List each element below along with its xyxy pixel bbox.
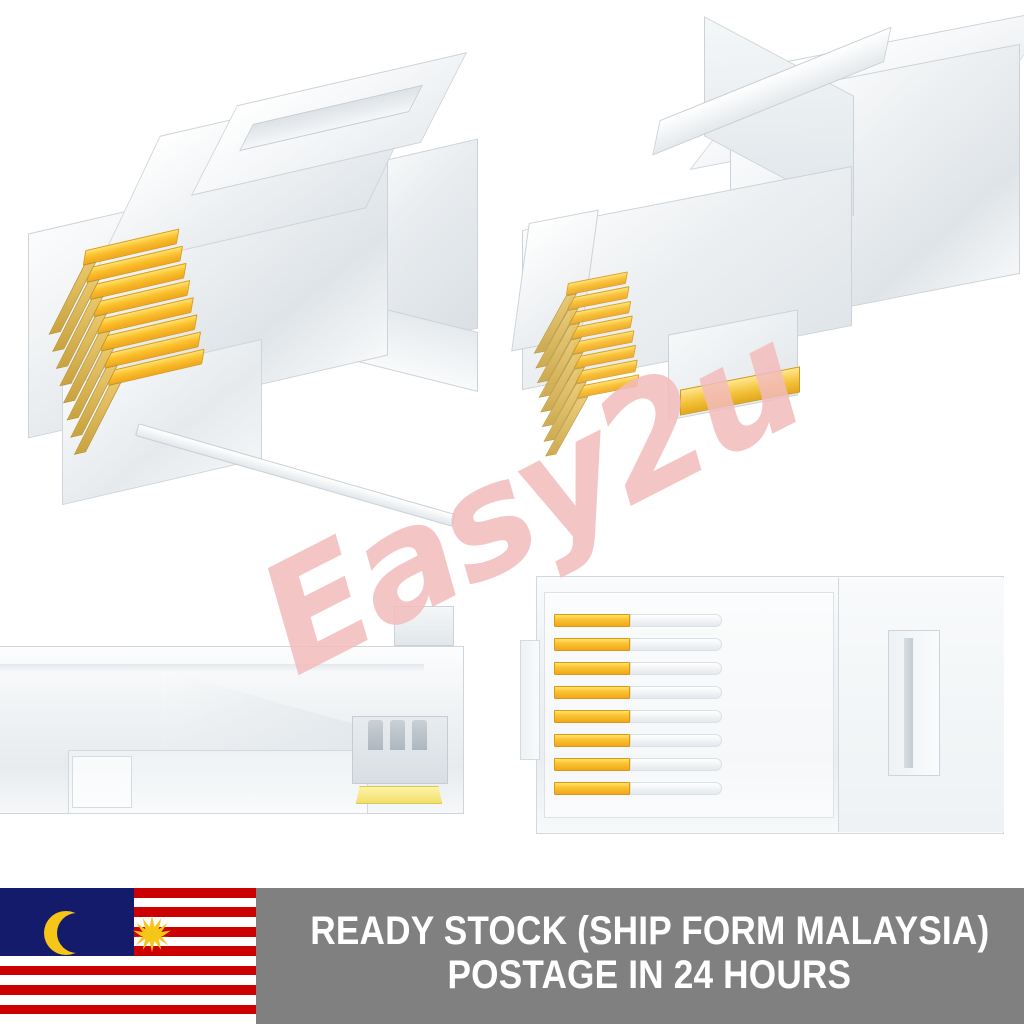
connector-fin	[390, 720, 405, 750]
promo-line-ready-stock: READY STOCK (SHIP FORM MALAYSIA)	[310, 909, 990, 954]
connector-window-bar	[904, 638, 913, 768]
pin-channel	[630, 710, 722, 723]
connector-tab-post	[394, 606, 454, 646]
pin-channel	[630, 638, 722, 651]
gold-contact-tip	[356, 786, 442, 804]
gold-pin	[554, 710, 630, 723]
pin-channel	[630, 614, 722, 627]
connector-window	[888, 630, 940, 776]
pin-channel	[630, 734, 722, 747]
malaysia-flag-icon	[0, 888, 256, 1024]
gold-pin	[554, 662, 630, 675]
gold-pin	[554, 686, 630, 699]
pin-channel	[630, 782, 722, 795]
connector-top-ridge	[0, 664, 424, 672]
gold-pin-row	[546, 614, 726, 804]
star-icon	[133, 915, 172, 953]
pin-channel	[630, 662, 722, 675]
gold-pin	[554, 758, 630, 771]
gold-pin	[554, 734, 630, 747]
connector-front-lip	[520, 640, 540, 760]
product-view-side-profile	[0, 423, 514, 828]
connector-detail-box	[72, 756, 132, 808]
gold-pin	[554, 638, 630, 651]
product-view-top-flat	[520, 566, 1016, 848]
promo-text-block: READY STOCK (SHIP FORM MALAYSIA) POSTAGE…	[256, 888, 1024, 1024]
pin-channel	[630, 758, 722, 771]
connector-fin	[412, 720, 427, 750]
promo-line-postage: POSTAGE IN 24 HOURS	[448, 953, 852, 997]
product-view-iso-right	[508, 7, 1024, 462]
product-view-iso-left	[18, 52, 488, 506]
gold-pin	[554, 614, 630, 627]
gold-pin	[554, 782, 630, 795]
promo-banner: READY STOCK (SHIP FORM MALAYSIA) POSTAGE…	[0, 888, 1024, 1024]
connector-inner-plate	[544, 592, 834, 818]
connector-fin	[368, 720, 383, 750]
crescent-icon	[43, 911, 97, 956]
pin-channel	[630, 686, 722, 699]
